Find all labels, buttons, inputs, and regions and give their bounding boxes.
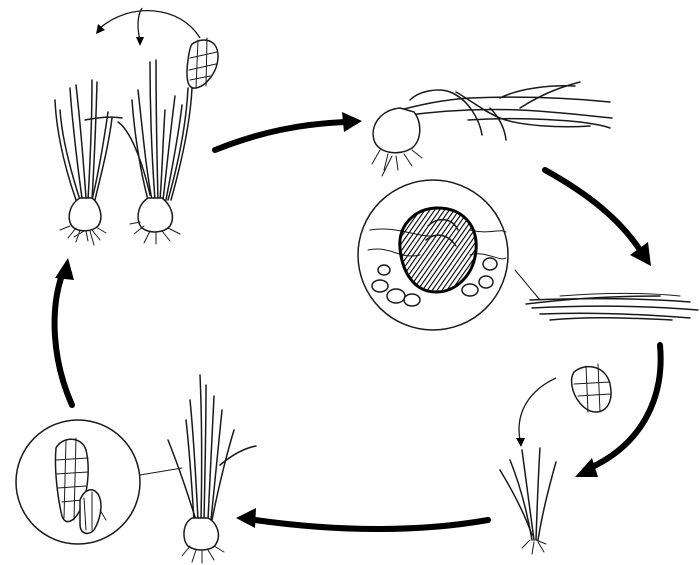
arrow-stage5-to-stage1 — [55, 258, 74, 405]
arrow-stage4-to-stage5 — [236, 508, 488, 529]
stage-seedling-with-cone — [500, 364, 611, 554]
stage-decomposing-leaves — [526, 293, 698, 320]
bulb-in-soil-closeup — [358, 180, 540, 330]
stage-young-plant — [168, 375, 256, 563]
small-cone — [572, 364, 611, 412]
left-mature-plant — [55, 80, 122, 245]
stage-uprooted-bulb-plant — [372, 82, 612, 176]
stage-mature-plants — [55, 8, 218, 245]
arrow-stage2-to-stage3 — [545, 170, 651, 266]
right-mature-plant — [118, 60, 192, 244]
cone — [187, 38, 218, 88]
arrow-stage1-to-stage2 — [215, 112, 362, 150]
dispersal-arrows — [96, 8, 200, 46]
cone-sprouting-closeup — [16, 420, 182, 544]
